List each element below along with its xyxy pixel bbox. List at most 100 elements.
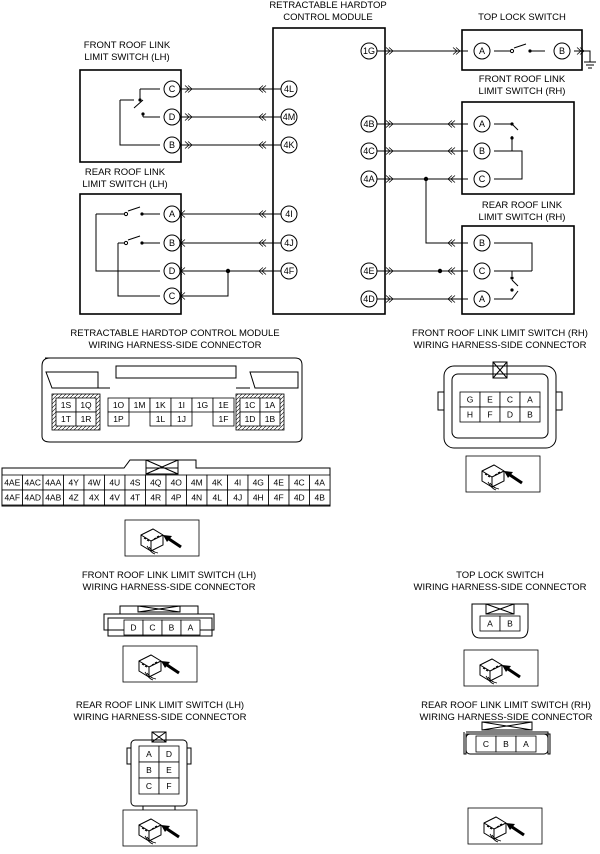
rear-rh-pin-a-circle xyxy=(473,290,491,308)
module-cavity-4f: 4F xyxy=(274,493,284,503)
chevron-module-1g xyxy=(385,47,394,55)
front-lh-switch-contacts xyxy=(119,88,160,146)
top-lock-title: TOP LOCK SWITCH xyxy=(478,12,566,23)
module-cavity-4z: 4Z xyxy=(69,493,79,503)
rear-lh-cavity-b: B xyxy=(146,765,152,775)
module-pin-4d-circle xyxy=(360,290,378,308)
module-cavity-4c: 4C xyxy=(294,478,305,488)
rear-lh-pin-c-circle xyxy=(163,287,181,305)
module-cavity-4a: 4A xyxy=(315,478,326,488)
front-lh-cavity-d: D xyxy=(130,623,136,633)
module-cavity-4n: 4N xyxy=(191,493,202,503)
module-cavity-1i: 1I xyxy=(178,400,185,410)
module-cavity-1o: 1O xyxy=(113,400,125,410)
top-lock-cavity-b: B xyxy=(507,619,513,629)
chevron-rear-rh-c xyxy=(447,267,456,275)
module-pin-4f-circle xyxy=(280,262,298,280)
rear-lh-pin-a-circle xyxy=(163,205,181,223)
chevron-module-4l xyxy=(258,85,267,93)
module-cavity-1d: 1D xyxy=(245,414,256,424)
module-cavity-4x: 4X xyxy=(89,493,100,503)
module-cavity-1f: 1F xyxy=(219,414,229,424)
chevron-front-lh-b xyxy=(184,141,193,149)
conn-top-lock-title-2: WIRING HARNESS-SIDE CONNECTOR xyxy=(414,582,587,593)
rear-lh-pin-d: D xyxy=(169,266,176,276)
rear-lh-connector-body xyxy=(126,731,192,813)
chevron-module-4e xyxy=(385,267,394,275)
top-lock-pin-b: B xyxy=(559,46,565,56)
conn-rear-lh-title-2: WIRING HARNESS-SIDE CONNECTOR xyxy=(74,712,247,723)
module-cavity-1p: 1P xyxy=(113,414,124,424)
front-rh-cavity-e: E xyxy=(487,395,493,405)
front-rh-cavity-g: G xyxy=(467,395,474,405)
chevron-front-rh-a xyxy=(447,120,456,128)
chevron-top-lock-a xyxy=(452,47,461,55)
front-rh-pin-b: B xyxy=(479,146,485,156)
module-pin-4i-circle xyxy=(280,205,298,223)
module-cavity-1q: 1Q xyxy=(80,400,92,410)
front-rh-cavity-d: D xyxy=(507,410,513,420)
chevron-module-4f xyxy=(258,267,267,275)
module-cavity-4e: 4E xyxy=(274,478,285,488)
front-lh-title-1: FRONT ROOF LINK xyxy=(84,40,171,51)
rear-lh-pin-b: B xyxy=(169,238,175,248)
chevron-front-rh-c xyxy=(447,175,456,183)
harness-icon-top-lock xyxy=(462,648,540,688)
rear-lh-switch-box xyxy=(79,193,182,315)
rear-rh-title-2: LIMIT SWITCH (RH) xyxy=(479,212,566,223)
rear-lh-pin-d-circle xyxy=(163,262,181,280)
module-cavity-4af: 4AF xyxy=(4,493,20,503)
rear-rh-pin-b-circle xyxy=(473,234,491,252)
front-rh-cavity-b-cell xyxy=(519,406,541,423)
module-pin-4j: 4J xyxy=(284,238,294,248)
rear-rh-switch-contacts xyxy=(494,242,533,300)
wires xyxy=(181,50,596,300)
rear-lh-title-1: REAR ROOF LINK xyxy=(85,167,166,178)
module-cavity-4r: 4R xyxy=(150,493,161,503)
module-pin-4c-circle xyxy=(360,142,378,160)
rear-lh-pin-c: C xyxy=(169,291,176,301)
rear-lh-cavity-f: F xyxy=(166,781,171,791)
top-lock-pin-a-circle xyxy=(473,42,491,60)
module-cavity-4ad: 4AD xyxy=(24,493,41,503)
module-cavity-4q: 4Q xyxy=(150,478,162,488)
front-lh-title-2: LIMIT SWITCH (LH) xyxy=(84,52,169,63)
module-cavity-1b: 1B xyxy=(265,414,276,424)
module-pin-4j-circle xyxy=(280,234,298,252)
front-rh-pin-a: A xyxy=(479,119,485,129)
module-pin-4k: 4K xyxy=(283,140,294,150)
conn-front-rh-title-2: WIRING HARNESS-SIDE CONNECTOR xyxy=(414,340,587,351)
front-rh-cavity-h: H xyxy=(467,410,473,420)
rear-rh-title-1: REAR ROOF LINK xyxy=(482,200,563,211)
top-lock-pin-b-circle xyxy=(553,42,571,60)
conn-module-title-1: RETRACTABLE HARDTOP CONTROL MODULE xyxy=(70,328,279,339)
module-cavity-1l: 1L xyxy=(156,414,166,424)
front-rh-switch-contacts xyxy=(494,122,523,180)
module-cavity-4m: 4M xyxy=(191,478,203,488)
rear-lh-switch-contacts xyxy=(95,206,160,297)
front-rh-pin-c: C xyxy=(479,174,486,184)
rear-lh-cavity-d: D xyxy=(166,749,172,759)
module-cavity-1m: 1M xyxy=(134,400,146,410)
module-pin-4d: 4D xyxy=(363,294,375,304)
front-rh-cavity-a: A xyxy=(527,395,533,405)
front-lh-pin-d: D xyxy=(169,112,176,122)
top-lock-switch-contacts xyxy=(494,43,545,54)
module-cavity-1s: 1S xyxy=(61,400,72,410)
module-cavity-1g: 1G xyxy=(197,400,208,410)
rear-lh-pin-b-circle xyxy=(163,234,181,252)
chevron-module-4c xyxy=(385,147,394,155)
rear-lh-cavity-a: A xyxy=(146,749,152,759)
chevron-module-4i xyxy=(258,210,267,218)
top-lock-pin-a: A xyxy=(479,46,485,56)
conn-front-rh-title-1: FRONT ROOF LINK LIMIT SWITCH (RH) xyxy=(412,328,588,339)
module-pin-4m: 4M xyxy=(283,112,296,122)
module-pin-4l: 4L xyxy=(284,84,294,94)
front-lh-pin-d-circle xyxy=(163,108,181,126)
rear-lh-cavity-e: E xyxy=(166,765,172,775)
module-cavity-4i: 4I xyxy=(234,478,241,488)
front-rh-title-1: FRONT ROOF LINK xyxy=(479,74,566,85)
module-cavity-1r: 1R xyxy=(81,414,92,424)
